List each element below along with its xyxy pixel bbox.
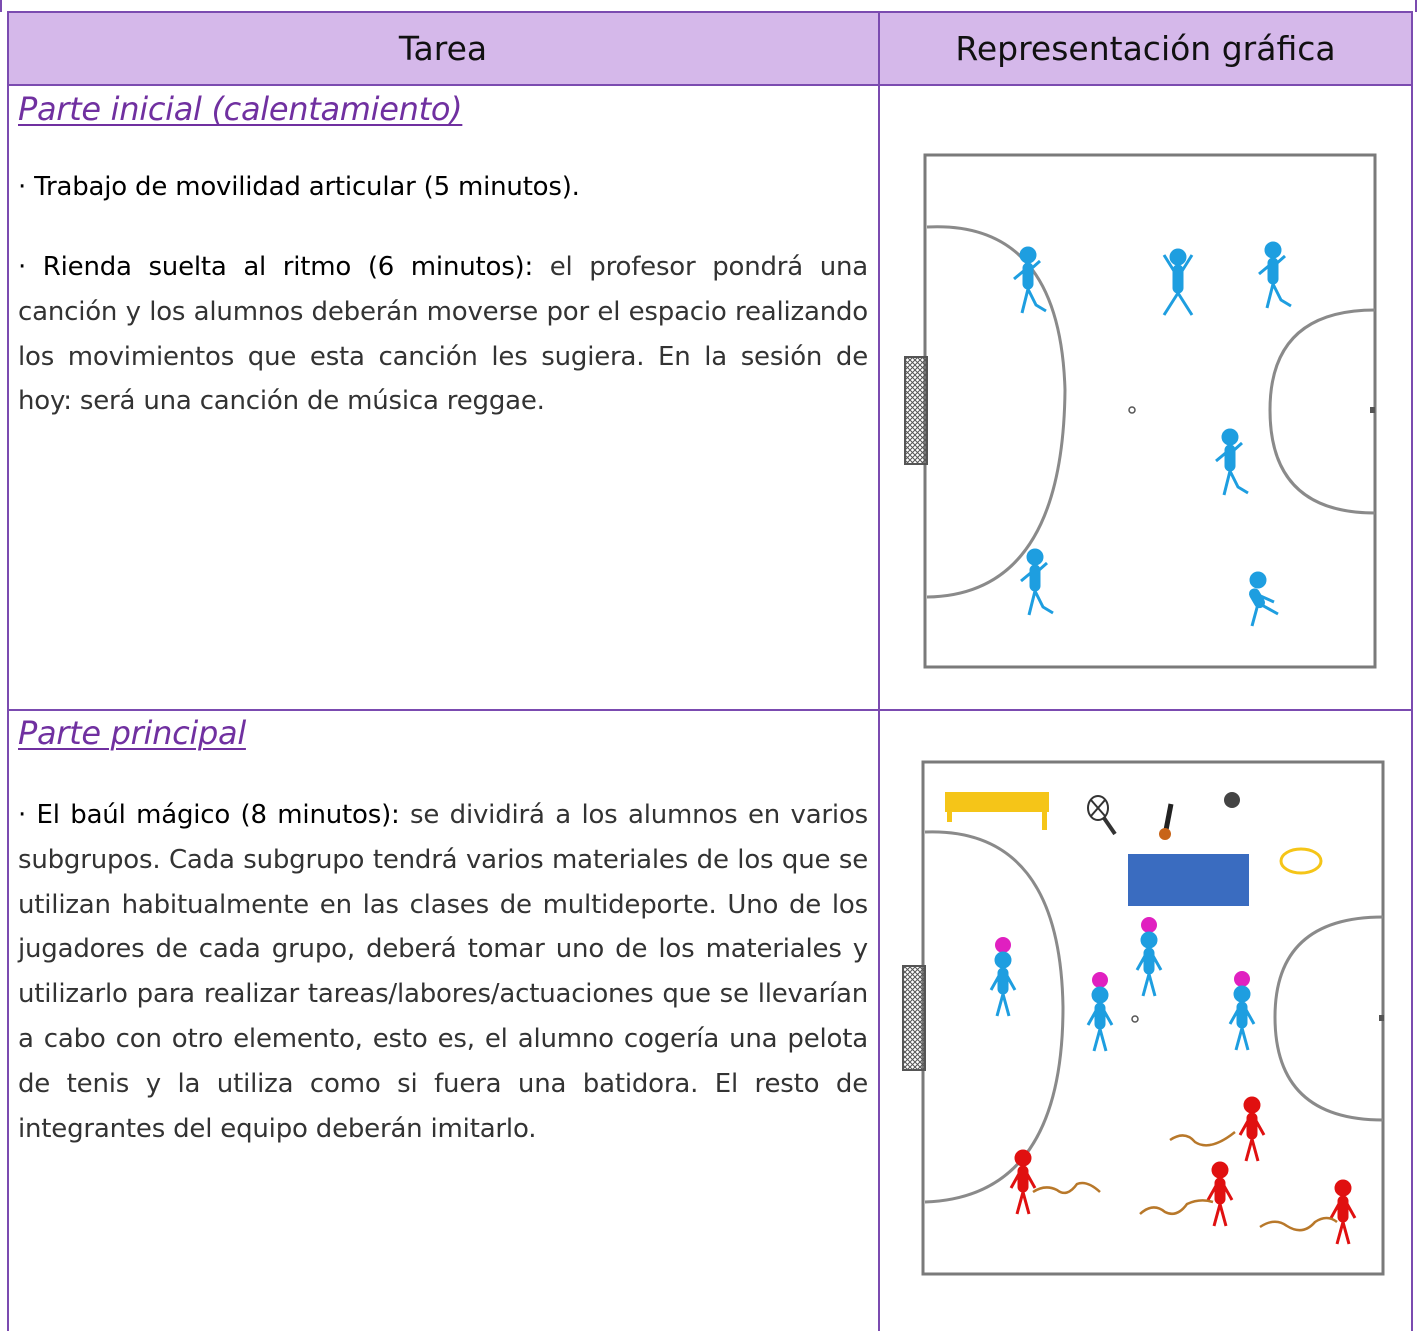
- section1-title: Parte inicial (calentamiento): [18, 90, 463, 128]
- right-spot: [1370, 407, 1375, 413]
- court-outline: [923, 153, 1377, 669]
- center-spot: [1131, 1015, 1139, 1023]
- court-area-left: [924, 830, 1065, 1204]
- table-border-stub-left: [0, 0, 2, 12]
- player-figures: [1012, 240, 1293, 627]
- bat-icon: [1159, 803, 1174, 840]
- player-figure-icon: [1329, 1178, 1357, 1246]
- section2-item1: · El baúl mágico (8 minutos): se dividir…: [18, 793, 868, 1151]
- court-area-right: [1268, 308, 1376, 515]
- table-border-header: [8, 84, 1413, 86]
- section1-item2-lead: · Rienda suelta al ritmo (6 minutos):: [18, 252, 534, 282]
- section1-item2: · Rienda suelta al ritmo (6 minutos): el…: [18, 245, 868, 424]
- player-figure-icon: [1135, 917, 1163, 998]
- right-spot: [1379, 1015, 1384, 1021]
- court-outline: [921, 760, 1385, 1276]
- court-area-right: [1273, 915, 1384, 1122]
- goal-net-icon: [902, 965, 926, 1071]
- section2-item1-lead: · El baúl mágico (8 minutos):: [18, 800, 400, 830]
- section1-item1-text: · Trabajo de movilidad articular (5 minu…: [18, 172, 580, 202]
- section2-item1-body: se dividirá a los alumnos en varios subg…: [18, 800, 869, 1144]
- header-tarea: Tarea: [398, 28, 488, 68]
- table-border-stub-right: [1415, 0, 1417, 12]
- racket-icon: [1087, 795, 1117, 836]
- diagram-main: [902, 760, 1385, 1276]
- bench-icon: [945, 792, 1049, 830]
- player-figure-icon: [1238, 1095, 1266, 1163]
- section1-item2-body: el profesor pondrá una canción y los alu…: [18, 252, 868, 417]
- section2-title: Parte principal: [18, 714, 246, 752]
- diagram-warmup: [904, 153, 1377, 669]
- ball-icon: [1224, 792, 1240, 808]
- player-figure-icon: [1206, 1160, 1234, 1228]
- table-border-middle: [878, 11, 880, 1331]
- table-border-top: [8, 11, 1413, 13]
- hoop-icon: [1279, 847, 1323, 875]
- section1-text: Parte inicial (calentamiento): [18, 90, 868, 128]
- center-spot: [1128, 406, 1136, 414]
- player-figure-icon: [1162, 248, 1194, 316]
- player-figure-icon: [1086, 972, 1114, 1053]
- player-figure-icon: [1214, 427, 1250, 497]
- player-figure-icon: [1009, 1148, 1037, 1216]
- table-header: [8, 12, 1412, 84]
- player-figure-icon: [1249, 571, 1279, 627]
- section2-item1-paragraph: · El baúl mágico (8 minutos): se dividir…: [18, 793, 868, 1151]
- section1-item1: · Trabajo de movilidad articular (5 minu…: [18, 172, 868, 202]
- goal-net-icon: [904, 356, 928, 465]
- player-figures-blue: [989, 917, 1256, 1053]
- section2-text: Parte principal: [18, 714, 868, 752]
- mat-icon: [1128, 854, 1249, 906]
- player-figure-icon: [1019, 547, 1055, 617]
- rope-icon: [1032, 1131, 1338, 1232]
- player-figure-icon: [1228, 971, 1256, 1052]
- player-figures-red: [1009, 1095, 1357, 1246]
- player-figure-icon: [1257, 240, 1293, 310]
- table-border-left: [7, 11, 9, 1331]
- player-figure-icon: [1012, 245, 1048, 315]
- table-border-right: [1411, 11, 1413, 1331]
- court-area-left: [926, 225, 1067, 599]
- section1-item2-paragraph: · Rienda suelta al ritmo (6 minutos): el…: [18, 245, 868, 424]
- player-figure-icon: [989, 937, 1017, 1018]
- table-border-row: [8, 709, 1413, 711]
- header-representacion: Representación gráfica: [955, 28, 1336, 68]
